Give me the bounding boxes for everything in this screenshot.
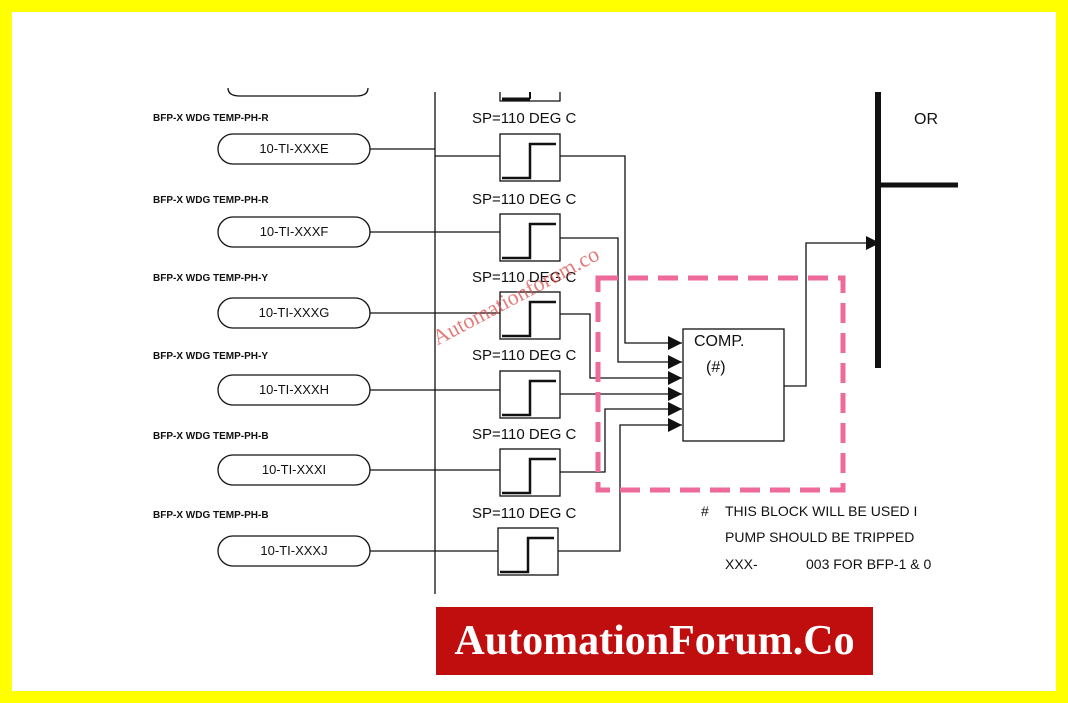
row-label-3: BFP-X WDG TEMP-PH-Y <box>153 273 268 284</box>
tag-10-ti-xxxi: 10-TI-XXXI <box>261 462 327 477</box>
note-line-1: THIS BLOCK WILL BE USED I <box>725 503 918 519</box>
tag-10-ti-xxxf: 10-TI-XXXF <box>259 224 329 239</box>
tag-10-ti-xxxe: 10-TI-XXXE <box>259 141 329 156</box>
or-gate-label: OR <box>914 111 938 128</box>
setpoint-label-3: SP=110 DEG C <box>472 269 577 286</box>
setpoint-label-6: SP=110 DEG C <box>472 505 577 522</box>
row-label-2: BFP-X WDG TEMP-PH-R <box>153 195 269 206</box>
brand-banner-text: AutomationForum.Co <box>454 618 855 664</box>
tag-10-ti-xxxh: 10-TI-XXXH <box>258 382 330 397</box>
setpoint-label-5: SP=110 DEG C <box>472 426 577 443</box>
highlight-box <box>595 275 846 493</box>
brand-banner: AutomationForum.Co <box>436 607 873 675</box>
comp-block <box>682 328 785 442</box>
row-label-6: BFP-X WDG TEMP-PH-B <box>153 510 269 521</box>
comp-block-title: COMP. <box>694 333 745 350</box>
setpoint-label-2: SP=110 DEG C <box>472 191 577 208</box>
or-gate <box>875 92 958 368</box>
note-line-2: PUMP SHOULD BE TRIPPED <box>725 529 915 545</box>
tag-10-ti-xxxg: 10-TI-XXXG <box>258 305 330 320</box>
setpoint-label-1: SP=110 DEG C <box>472 110 577 127</box>
row-label-1: BFP-X WDG TEMP-PH-R <box>153 113 269 124</box>
setpoint-label-4: SP=110 DEG C <box>472 347 577 364</box>
row-label-4: BFP-X WDG TEMP-PH-Y <box>153 351 268 362</box>
note-hash: # <box>701 503 709 519</box>
partial-top-elements <box>227 87 561 102</box>
signal-lines <box>370 148 500 552</box>
note-line-3-code: XXX- <box>725 556 758 572</box>
tag-10-ti-xxxj: 10-TI-XXXJ <box>260 543 328 558</box>
comp-block-symbol: (#) <box>706 359 726 376</box>
row-label-5: BFP-X WDG TEMP-PH-B <box>153 431 269 442</box>
setpoint-comparators <box>497 133 561 576</box>
comp-output-line <box>784 236 880 387</box>
note-line-3-text: 003 FOR BFP-1 & 0 <box>806 556 932 572</box>
